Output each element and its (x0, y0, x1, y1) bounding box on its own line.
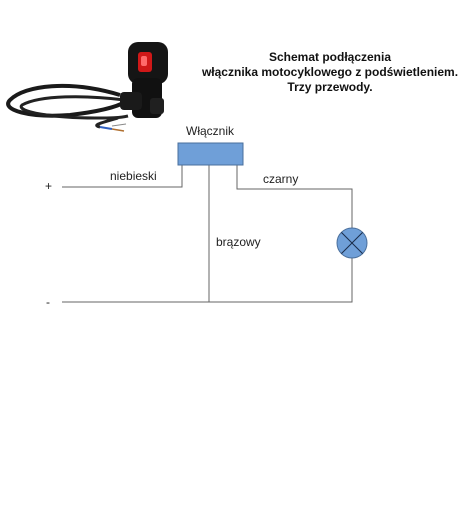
wire-ground (62, 258, 353, 303)
motorcycle-switch-photo (6, 42, 168, 132)
switch-box (177, 142, 244, 166)
label-brown-wire: brązowy (216, 235, 261, 249)
label-black-wire: czarny (263, 172, 299, 186)
wire-black (236, 165, 353, 228)
label-blue-wire: niebieski (110, 169, 157, 183)
diagram-title: Schemat podłączenia włącznika motocyklow… (180, 50, 465, 95)
label-minus: - (46, 295, 50, 309)
title-line-1: Schemat podłączenia (268, 50, 392, 64)
title-line-2: włącznika motocyklowego z podświetleniem… (201, 65, 459, 79)
wires (62, 165, 353, 303)
lamp-icon (336, 227, 368, 259)
title-line-3: Trzy przewody. (287, 80, 373, 94)
label-plus: + (45, 179, 53, 193)
wire-blue (62, 165, 183, 188)
label-switch: Włącznik (186, 124, 235, 138)
